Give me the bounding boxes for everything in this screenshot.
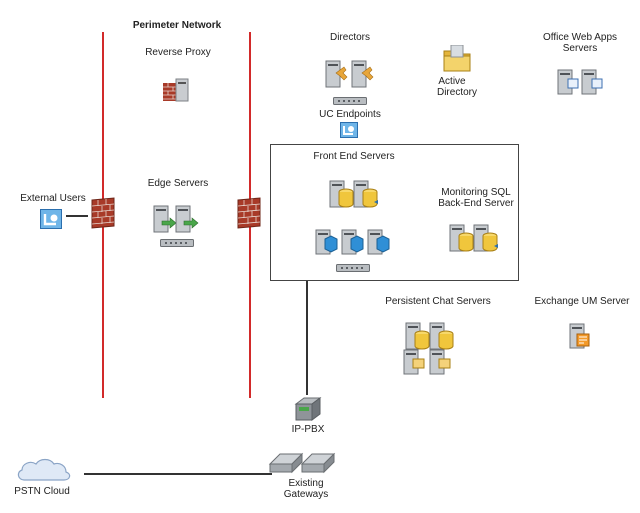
firewall-left-icon [91,197,115,229]
external-users-icon [40,209,62,229]
ip-pbx-label: IP-PBX [291,424,325,435]
front-end-servers-icon [315,229,390,255]
persistent-chat-servers-icon [403,349,451,375]
persistent-chat-sql-servers-icon [405,322,454,350]
directors-servers-icon [325,60,374,88]
front-end-servers-label: Front End Servers [313,151,395,162]
active-directory-label-1: Active [438,76,466,87]
pstn-cloud-label: PSTN Cloud [14,486,70,497]
monitoring-sql-label-1: Monitoring SQL [441,187,511,198]
uc-endpoints-label: UC Endpoints [319,109,381,120]
existing-gateways-label-1: Existing [288,478,324,489]
office-web-apps-servers-icon [557,69,603,95]
office-web-apps-label-1: Office Web Apps [542,32,618,43]
front-end-load-balancer-icon [336,264,370,272]
reverse-proxy-label: Reverse Proxy [145,47,211,58]
reverse-proxy-icon [163,78,189,102]
front-end-pool-box [270,144,519,281]
uc-endpoints-icon [340,122,358,138]
external-users-label: External Users [20,193,86,204]
persistent-chat-label: Persistent Chat Servers [385,296,491,307]
ip-pbx-icon [294,397,322,421]
monitoring-sql-label-2: Back-End Server [438,198,514,209]
active-directory-label-2: Directory [436,87,477,98]
front-end-sql-servers-icon [329,180,378,208]
edge-servers-icon [153,205,199,233]
active-directory-icon [443,45,471,72]
exchange-um-label: Exchange UM Server [534,296,630,307]
directors-label: Directors [329,32,370,43]
directors-load-balancer-icon [333,97,367,105]
existing-gateways-label-2: Gateways [283,489,329,500]
edge-servers-label: Edge Servers [147,178,209,189]
firewall-right-icon [237,197,261,229]
edge-load-balancer-icon [160,239,194,247]
perimeter-network-label: Perimeter Network [132,20,222,31]
exchange-um-server-icon [569,323,590,349]
office-web-apps-label-2: Servers [562,43,598,54]
pstn-cloud-icon [17,458,71,481]
monitoring-sql-servers-icon [449,224,498,252]
existing-gateways-icon [268,452,336,474]
